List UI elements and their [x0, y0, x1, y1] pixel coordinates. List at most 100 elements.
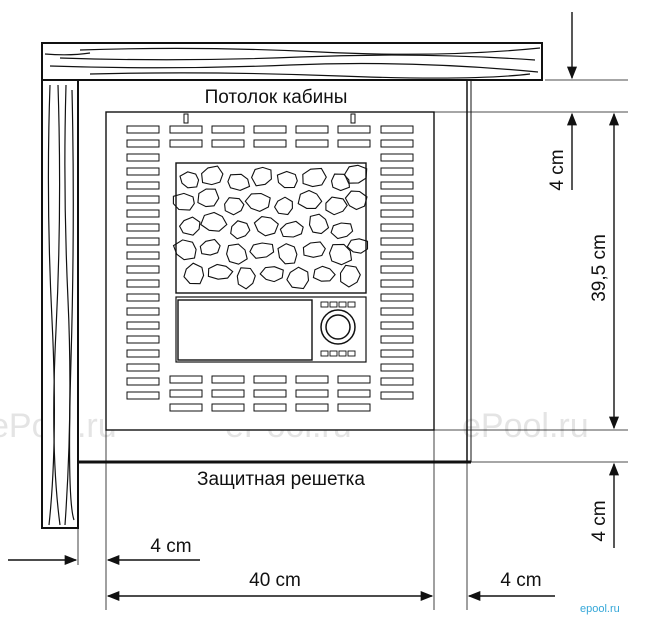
vent-slot: [380, 265, 414, 274]
vent-slot: [169, 403, 203, 412]
vent-slot: [126, 223, 160, 232]
stone: [183, 262, 205, 285]
vent-slot: [295, 375, 329, 384]
top-gap-label: 4 cm: [547, 149, 568, 190]
stone: [259, 266, 284, 283]
vent-slot: [211, 389, 245, 398]
watermark-right: ePool.ru: [462, 407, 589, 445]
vent-slot: [126, 153, 160, 162]
vent-slot: [295, 139, 329, 148]
vent-slot: [126, 391, 160, 400]
vent-slot: [380, 223, 414, 232]
vent-slot: [253, 389, 287, 398]
left-gap-label: 4 cm: [150, 536, 191, 557]
vent-slot: [126, 293, 160, 302]
vent-slot: [380, 391, 414, 400]
vent-slot: [126, 335, 160, 344]
vent-slot: [380, 139, 414, 148]
stone: [201, 165, 224, 186]
control-button: [338, 301, 347, 308]
right-gap-label: 4 cm: [500, 570, 541, 591]
bottom-gap-label: 4 cm: [589, 500, 610, 541]
vent-slot: [380, 125, 414, 134]
ceiling-label: Потолок кабины: [205, 87, 348, 108]
heater-height-label: 39,5 cm: [589, 234, 610, 302]
control-button: [347, 350, 356, 357]
vent-slot: [380, 363, 414, 372]
stone: [197, 188, 220, 208]
stone: [339, 264, 361, 288]
stone: [253, 216, 279, 237]
control-button: [347, 301, 356, 308]
vent-slot: [126, 237, 160, 246]
vent-slot: [126, 209, 160, 218]
stone: [286, 266, 310, 290]
cabin-wall-left: [41, 79, 79, 529]
stone: [343, 164, 368, 184]
vent-slot: [126, 279, 160, 288]
stone: [308, 213, 330, 235]
vent-slot: [380, 251, 414, 260]
vent-slot: [380, 181, 414, 190]
stone: [178, 216, 201, 236]
vent-slot: [169, 375, 203, 384]
control-buttons: [320, 301, 356, 357]
vent-slot: [126, 265, 160, 274]
vent-slot: [380, 237, 414, 246]
control-button: [338, 350, 347, 357]
vent-slot: [380, 195, 414, 204]
vent-slot: [169, 389, 203, 398]
vent-slot: [380, 153, 414, 162]
vent-slot: [380, 321, 414, 330]
stone: [200, 211, 228, 232]
stone: [250, 166, 272, 187]
stone: [172, 239, 197, 261]
stone: [172, 192, 195, 211]
vent-slot: [169, 139, 203, 148]
vent-slot: [380, 279, 414, 288]
control-button: [320, 301, 329, 308]
stone: [244, 192, 271, 212]
stone: [328, 243, 353, 266]
sauna-stones: [172, 164, 369, 290]
stone: [227, 173, 251, 191]
vent-slot: [253, 139, 287, 148]
dimension-arrows: [8, 12, 620, 602]
stone: [236, 267, 256, 290]
stone: [302, 167, 327, 188]
vent-slot: [126, 181, 160, 190]
vent-slot: [295, 403, 329, 412]
vent-slot: [126, 377, 160, 386]
stone: [179, 171, 200, 189]
extension-lines: [77, 79, 628, 610]
vent-slot: [211, 139, 245, 148]
vent-slot: [126, 139, 160, 148]
stone: [277, 243, 298, 265]
stone: [279, 220, 304, 238]
stone: [330, 222, 354, 240]
vent-slots: [126, 125, 414, 412]
vent-slot: [337, 139, 371, 148]
vent-slot: [211, 403, 245, 412]
stone: [273, 196, 293, 216]
heater: [105, 111, 435, 431]
vent-slot: [253, 125, 287, 134]
vent-slot: [380, 167, 414, 176]
stone-compartment: [175, 162, 367, 294]
vent-slot: [380, 307, 414, 316]
stone: [207, 263, 234, 280]
vent-slot: [295, 125, 329, 134]
vent-slot: [337, 389, 371, 398]
vent-slot: [380, 377, 414, 386]
vent-slot: [337, 125, 371, 134]
control-button: [329, 301, 338, 308]
vent-slot: [380, 209, 414, 218]
guard-label: Защитная решетка: [197, 469, 365, 490]
cabin-wall-top: [41, 42, 543, 81]
stone: [302, 241, 326, 258]
vent-slot: [126, 363, 160, 372]
brand-logo: epool.ru: [580, 603, 620, 615]
vent-slot: [126, 167, 160, 176]
stone: [312, 265, 336, 282]
